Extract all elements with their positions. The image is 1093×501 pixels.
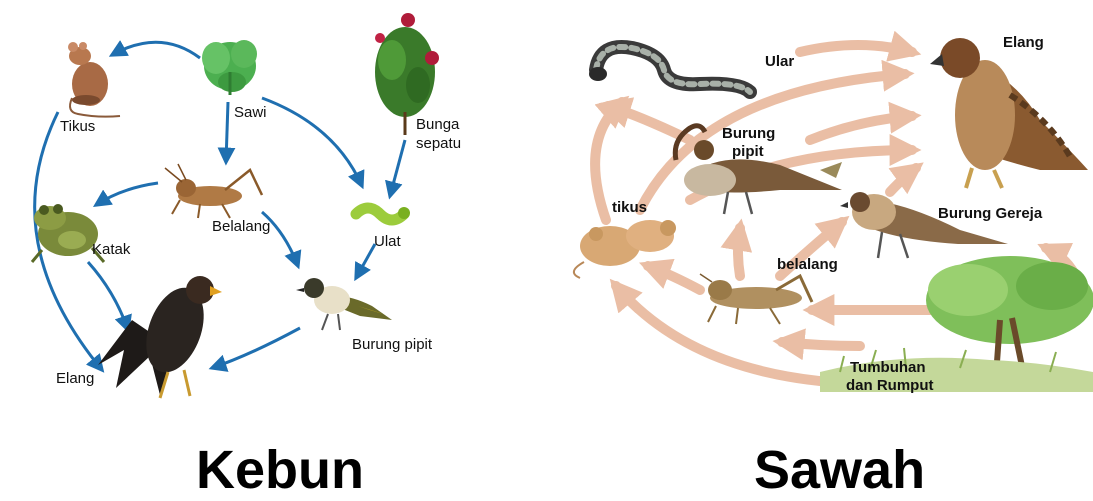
arrow-burung-to-elang (212, 328, 300, 368)
label-bunga-sepatu-line1: Bunga (416, 116, 460, 133)
arrow-tumbuhan-to-belalang-2 (782, 342, 860, 346)
label-ular: Ular (765, 53, 794, 70)
label-belalang-sawah: belalang (777, 256, 838, 273)
label-burung-pipit-sawah-line2: pipit (732, 143, 764, 160)
arrow-ular-to-elang (800, 45, 912, 52)
label-burung-pipit-kebun: Burung pipit (352, 336, 433, 353)
label-tikus-sawah: tikus (612, 199, 647, 216)
arrow-belalang-to-burung-pipit (738, 228, 740, 276)
arrow-bunga-to-ulat (390, 140, 405, 196)
elang-sawah-illustration (930, 38, 1088, 188)
elang-kebun-illustration (98, 276, 222, 398)
belalang-kebun-illustration (165, 164, 262, 218)
ulat-illustration (356, 207, 410, 220)
arrow-katak-to-elang (88, 262, 128, 330)
arrow-belalang-to-katak (96, 183, 158, 205)
arrow-burung-gereja-to-elang (890, 168, 916, 192)
ular-illustration (589, 47, 750, 92)
label-bunga-sepatu-line2: sepatu (416, 135, 461, 152)
sawah-food-web: Ular Elang Burung pipit tikus Burung Ger… (574, 34, 1093, 500)
arrow-burung-pipit-to-ular (608, 106, 690, 140)
label-katak: Katak (92, 241, 131, 258)
sawi-illustration (202, 40, 257, 95)
title-kebun: Kebun (196, 440, 364, 500)
burung-gereja-illustration (840, 192, 1008, 258)
belalang-sawah-illustration (700, 274, 812, 324)
label-burung-gereja: Burung Gereja (938, 205, 1043, 222)
arrow-sawi-to-tikus (112, 42, 200, 58)
label-elang-sawah: Elang (1003, 34, 1044, 51)
arrow-burung-pipit-to-elang (810, 116, 912, 140)
label-burung-pipit-sawah-line1: Burung (722, 125, 775, 142)
label-sawi: Sawi (234, 104, 267, 121)
arrow-sawi-to-ulat (262, 98, 362, 186)
label-tumbuhan-line2: dan Rumput (846, 377, 934, 394)
kebun-food-web: Tikus Sawi Bunga sepatu Belalang Katak U… (32, 13, 461, 500)
label-ulat: Ulat (374, 233, 402, 250)
arrow-ulat-to-burung (356, 244, 375, 278)
label-elang-kebun: Elang (56, 370, 94, 387)
label-tikus-kebun: Tikus (60, 118, 95, 135)
label-belalang-kebun: Belalang (212, 218, 270, 235)
arrow-belalang-to-tikus (648, 266, 700, 290)
burung-pipit-kebun-illustration (296, 278, 392, 330)
arrow-sawi-to-belalang (226, 102, 228, 162)
title-sawah: Sawah (754, 440, 925, 500)
label-tumbuhan-line1: Tumbuhan (850, 359, 926, 376)
